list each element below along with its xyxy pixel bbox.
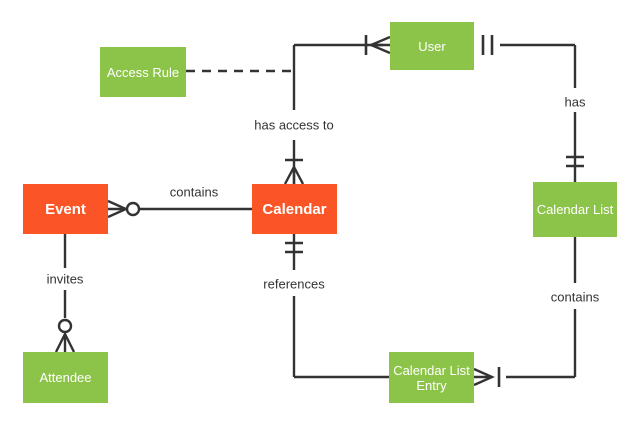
entity-calendar-list-label: Calendar List: [536, 202, 614, 217]
edge-label-has: has: [561, 94, 589, 110]
entity-access-rule[interactable]: Access Rule: [100, 47, 186, 97]
entity-calendar-list-entry-label: Calendar List Entry: [393, 362, 470, 393]
entity-access-rule-label: Access Rule: [106, 64, 180, 80]
edge-calendar-references-entry: [285, 234, 389, 379]
entity-event-label: Event: [45, 200, 86, 218]
edge-event-contains-calendar: [107, 199, 252, 219]
edge-user-has-calendar-list: [481, 35, 584, 182]
edge-label-references-text: references: [263, 276, 325, 292]
edge-label-contains-event-calendar: contains: [166, 184, 222, 200]
edge-label-invites-text: invites: [46, 271, 84, 287]
edge-label-has-access-to-text: has access to: [254, 117, 334, 133]
edge-calendar-list-contains-entry: [473, 237, 577, 387]
entity-user[interactable]: User: [390, 22, 474, 70]
entity-calendar[interactable]: Calendar: [252, 184, 337, 234]
entity-calendar-label: Calendar: [262, 200, 327, 218]
edge-label-contains-event-calendar-text: contains: [169, 184, 219, 200]
entity-user-label: User: [418, 38, 446, 54]
edge-label-invites: invites: [43, 271, 87, 287]
entity-calendar-list-entry[interactable]: Calendar List Entry: [389, 352, 474, 403]
entity-attendee-label: Attendee: [39, 370, 92, 385]
entity-calendar-list[interactable]: Calendar List: [533, 182, 617, 237]
edge-label-has-access-to: has access to: [251, 117, 337, 133]
edge-event-invites-attendee: [54, 234, 76, 353]
edge-label-references: references: [260, 276, 328, 292]
edge-user-has-access-to-calendar: [283, 35, 391, 185]
entity-attendee[interactable]: Attendee: [23, 352, 108, 403]
edge-label-contains-list-entry: contains: [547, 289, 603, 305]
entity-event[interactable]: Event: [23, 184, 108, 234]
edge-label-contains-list-entry-text: contains: [550, 289, 600, 305]
edge-label-has-text: has: [564, 94, 586, 110]
